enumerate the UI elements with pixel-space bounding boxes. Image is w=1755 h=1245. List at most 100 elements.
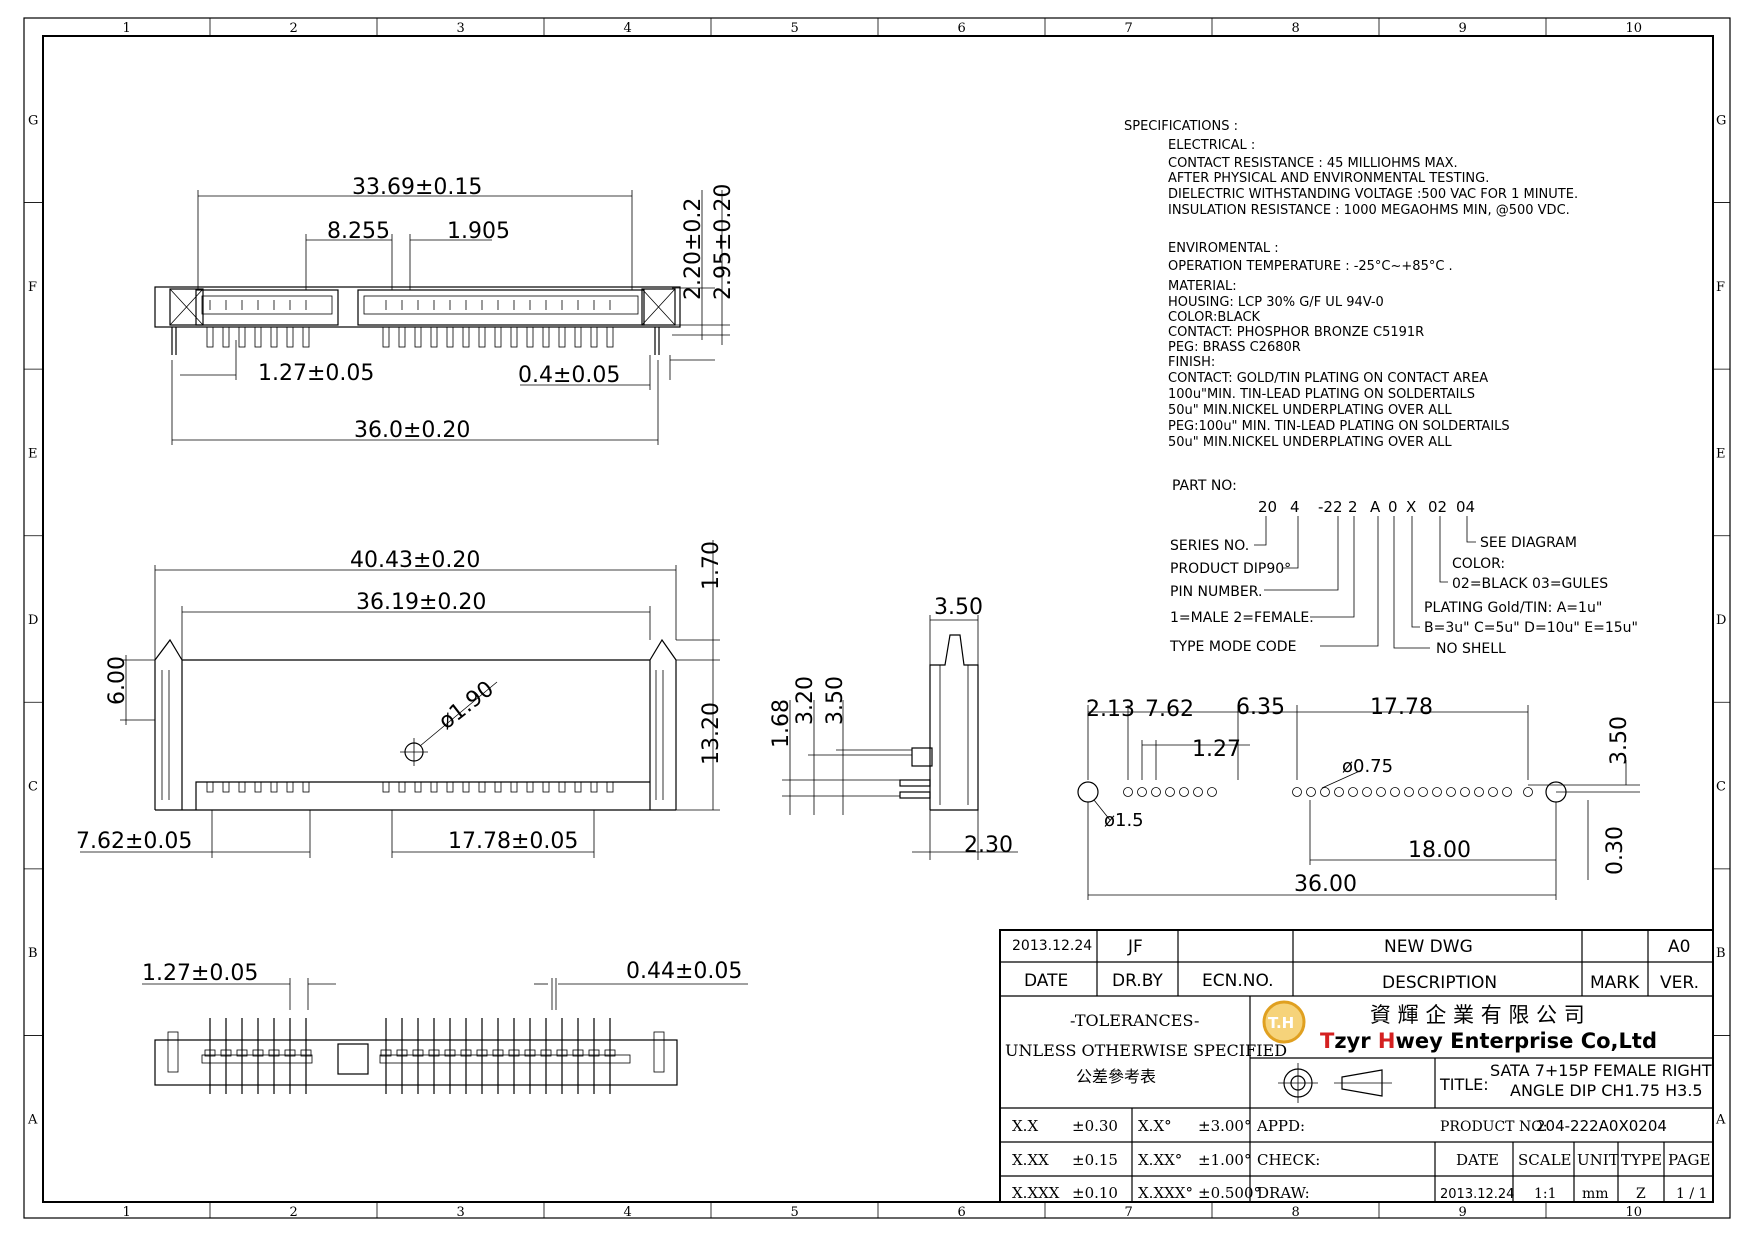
specifications-block: SPECIFICATIONS : ELECTRICAL :CONTACT RES… <box>1124 119 1578 450</box>
frame-col-label: 1 <box>123 1205 131 1220</box>
pn-segment: 02 <box>1428 498 1447 516</box>
top-pin-tail <box>398 326 406 348</box>
top-pin-tail <box>382 326 390 348</box>
dim-bottom-pitch: 1.27±0.05 <box>142 961 258 986</box>
top-pin-tail <box>206 326 214 348</box>
bottom-view: 1.27±0.05 0.44±0.05 <box>142 959 748 1094</box>
header-type: TYPE <box>1621 1151 1662 1169</box>
title-block-grid <box>1000 930 1713 1202</box>
product-no: 204-222A0X0204 <box>1536 1117 1667 1135</box>
dim-side-b: 3.20 <box>793 676 818 725</box>
spec-line: CONTACT: GOLD/TIN PLATING ON CONTACT ARE… <box>1168 371 1488 386</box>
frame-row-label: G <box>1716 113 1726 128</box>
front-pin <box>270 781 278 793</box>
bottom-view-dim-lines <box>142 978 748 1010</box>
frame-col-label: 9 <box>1459 21 1467 36</box>
spec-line: HOUSING: LCP 30% G/F UL 94V-0 <box>1168 295 1384 310</box>
dim-front-h-left: 6.00 <box>105 656 130 705</box>
frame-col-label: 2 <box>290 1205 298 1220</box>
frame-col-label: 10 <box>1626 21 1643 36</box>
frame-row-label: A <box>1715 1113 1726 1128</box>
tolerance-cn: 公差參考表 <box>1076 1067 1156 1086</box>
top-pin-tail <box>510 326 518 348</box>
frame-row-label: B <box>28 946 38 961</box>
frame-col-label: 8 <box>1292 21 1300 36</box>
bottom-pin-pad <box>604 1049 616 1057</box>
top-pin-tail <box>574 326 582 348</box>
frame-col-label: 9 <box>1459 1205 1467 1220</box>
value-type: Z <box>1636 1186 1646 1202</box>
pn-segment: X <box>1406 498 1416 516</box>
bottom-pin-pad <box>380 1049 392 1057</box>
dim-front-hole: ø1.90 <box>434 677 499 735</box>
bottom-pin-pad <box>220 1049 232 1057</box>
dim-side-t: 3.50 <box>934 595 983 620</box>
pn-segment: 0 <box>1388 498 1398 516</box>
pn-segment: -22 <box>1318 498 1343 516</box>
dim-front-w2: 36.19±0.20 <box>356 590 486 615</box>
company-en-h: H <box>1378 1029 1396 1053</box>
frame-col-label: 1 <box>123 21 131 36</box>
rev-date: 2013.12.24 <box>1012 938 1092 954</box>
dim-top-h1: 2.20±0.2 <box>681 198 706 300</box>
bottom-pin-pad <box>460 1049 472 1057</box>
front-pin <box>446 781 454 793</box>
frame-row-label: F <box>1716 280 1725 295</box>
title-line-2: ANGLE DIP CH1.75 H3.5 <box>1510 1081 1703 1100</box>
top-pin-tail <box>606 326 614 348</box>
header-mark: MARK <box>1590 973 1640 993</box>
appd-label: APPD: <box>1256 1117 1305 1135</box>
frame-row-label: C <box>1716 780 1726 795</box>
spec-line: INSULATION RESISTANCE : 1000 MEGAOHMS MI… <box>1168 203 1570 218</box>
dim-side-d: 2.30 <box>964 833 1013 858</box>
top-pin-tail <box>254 326 262 348</box>
top-view-pins <box>206 300 614 348</box>
frame-col-label: 4 <box>624 21 632 36</box>
dim-front-h-right: 13.20 <box>699 702 724 765</box>
dim-front-p2: 17.78±0.05 <box>448 829 578 854</box>
pcb-hole <box>1207 787 1217 797</box>
spec-line: MATERIAL: <box>1168 279 1237 294</box>
front-view: 40.43±0.20 36.19±0.20 1.70 6.00 13.20 ø1… <box>76 540 724 858</box>
tol-cell: ±3.00° <box>1198 1117 1251 1135</box>
frame-col-label: 4 <box>624 1205 632 1220</box>
dim-top-d2: 1.905 <box>447 219 510 244</box>
front-pin <box>510 781 518 793</box>
dim-pcb-d: 17.78 <box>1370 695 1433 720</box>
top-pin-tail <box>286 326 294 348</box>
front-pin <box>302 781 310 793</box>
draw-label: DRAW: <box>1257 1184 1310 1202</box>
top-pin-tail <box>302 326 310 348</box>
header-date-2: DATE <box>1456 1151 1499 1169</box>
pn-plating-1: PLATING Gold/TIN: A=1u" <box>1424 600 1602 616</box>
pcb-hole <box>1474 787 1484 797</box>
frame-row-label: D <box>1716 613 1726 628</box>
pcb-hole <box>1292 787 1302 797</box>
pcb-hole <box>1376 787 1386 797</box>
pn-pin-number: PIN NUMBER. <box>1170 584 1262 600</box>
header-page: PAGE <box>1668 1151 1710 1169</box>
bottom-pin-pad <box>444 1049 456 1057</box>
pn-male-female: 1=MALE 2=FEMALE. <box>1170 610 1314 626</box>
bottom-pin-pad <box>572 1049 584 1057</box>
top-pin-tail <box>478 326 486 348</box>
front-pin <box>574 781 582 793</box>
bottom-pin-pad <box>428 1049 440 1057</box>
company-en-t: T <box>1320 1029 1335 1053</box>
dim-top-pin-w: 0.4±0.05 <box>518 363 620 388</box>
dim-pcb-offset: 0.30 <box>1603 826 1628 875</box>
company-logo: T.H <box>1262 1000 1306 1044</box>
front-pin <box>382 781 390 793</box>
pcb-hole <box>1179 787 1189 797</box>
spec-line: ELECTRICAL : <box>1168 138 1255 153</box>
pn-segment: 20 <box>1258 498 1277 516</box>
logo-text: T.H <box>1268 1014 1294 1032</box>
bottom-pin-pad <box>476 1049 488 1057</box>
title-label: TITLE: <box>1439 1075 1489 1094</box>
front-pin <box>430 781 438 793</box>
top-pin-tail <box>238 326 246 348</box>
spec-line: PEG: BRASS C2680R <box>1168 340 1301 355</box>
bottom-pin-pad <box>508 1049 520 1057</box>
